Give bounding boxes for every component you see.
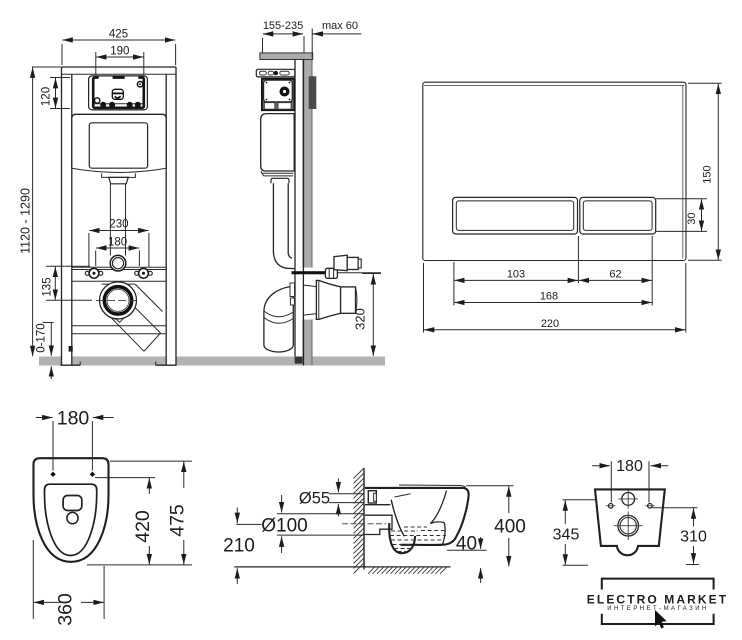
svg-text:40: 40 [456, 534, 477, 555]
svg-text:230: 230 [109, 219, 128, 231]
svg-text:320: 320 [353, 308, 368, 330]
svg-text:135: 135 [42, 277, 54, 296]
svg-text:180: 180 [616, 458, 643, 475]
svg-text:1120 - 1290: 1120 - 1290 [19, 188, 33, 254]
svg-text:0-170: 0-170 [36, 323, 48, 352]
svg-text:180: 180 [57, 408, 90, 430]
svg-text:ИНТЕРНЕТ-МАГАЗИН: ИНТЕРНЕТ-МАГАЗИН [607, 606, 709, 612]
svg-text:62: 62 [609, 269, 621, 281]
svg-text:210: 210 [223, 536, 255, 557]
svg-text:425: 425 [109, 29, 128, 41]
svg-text:420: 420 [132, 510, 154, 543]
svg-text:310: 310 [680, 529, 707, 546]
svg-text:max 60: max 60 [322, 20, 358, 32]
svg-text:Ø55: Ø55 [299, 490, 330, 508]
svg-text:ELECTRO MARKET: ELECTRO MARKET [587, 592, 728, 606]
svg-text:155-235: 155-235 [263, 20, 303, 32]
svg-text:150: 150 [702, 165, 714, 183]
svg-text:120: 120 [41, 87, 53, 106]
svg-text:220: 220 [541, 318, 559, 330]
svg-text:Ø100: Ø100 [261, 516, 307, 537]
svg-text:475: 475 [167, 504, 189, 537]
svg-text:180: 180 [108, 237, 127, 249]
svg-text:103: 103 [507, 269, 525, 281]
svg-text:30: 30 [686, 212, 698, 224]
svg-text:360: 360 [55, 593, 77, 626]
svg-text:190: 190 [110, 46, 129, 58]
svg-text:400: 400 [494, 517, 526, 538]
svg-text:345: 345 [553, 527, 580, 544]
svg-text:168: 168 [540, 291, 558, 303]
